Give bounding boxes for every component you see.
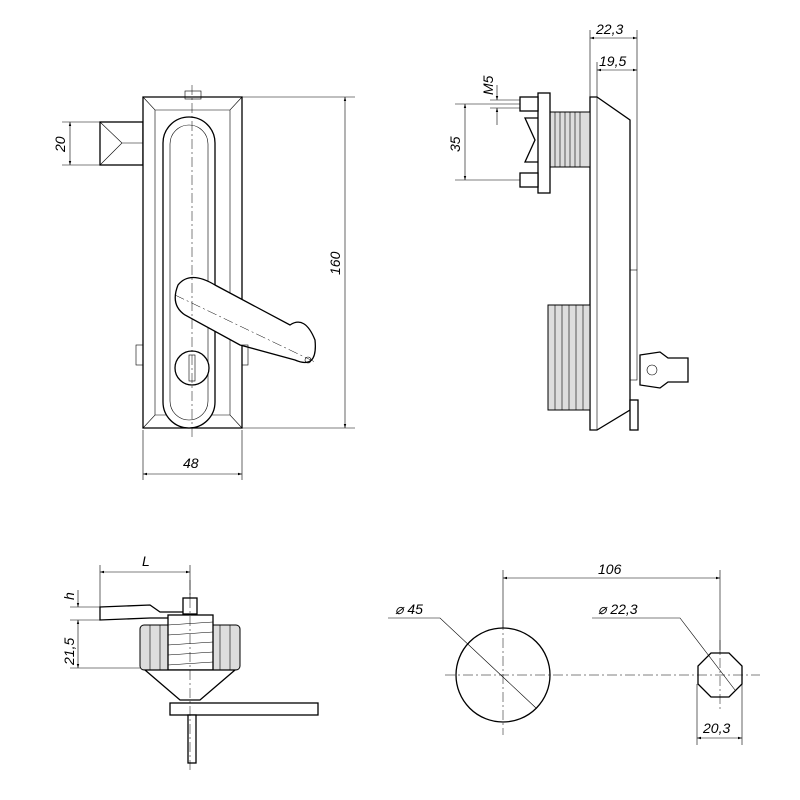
lever-handle	[174, 276, 316, 364]
threaded-stem	[544, 111, 591, 168]
stud-spacing-dimension: 35	[447, 136, 463, 152]
lever-length-label: L	[142, 553, 150, 569]
lock-view: L h 21,5	[61, 553, 319, 770]
side-view: 22,3 19,5 35 M5	[447, 21, 689, 431]
cylinder-ribs	[554, 305, 584, 410]
handle-recess	[162, 116, 216, 429]
small-hole-flat-dimension: 20,3	[702, 720, 730, 736]
center-lines	[174, 85, 316, 440]
large-hole-leader	[388, 617, 537, 709]
key-icon	[639, 351, 689, 389]
stud-nut-bottom	[519, 172, 539, 188]
spacing-dimension: 106	[598, 561, 622, 577]
small-hole-diameter: ⌀ 22,3	[598, 601, 638, 617]
lever-height-label: h	[61, 592, 77, 600]
side-tab-right	[241, 344, 249, 366]
bracket-detail-lines	[99, 121, 143, 166]
extension-lines	[62, 96, 355, 480]
lock-extension-lines	[70, 565, 191, 669]
top-tab	[184, 90, 202, 100]
block-dimension: 20	[52, 136, 68, 153]
cutout-extension-lines	[502, 570, 743, 745]
stud-nut-top	[519, 96, 539, 112]
spring-coils	[167, 621, 214, 666]
front-view: 160 48 20	[52, 85, 355, 480]
body-height-label: 21,5	[61, 638, 77, 666]
side-tab-left	[135, 344, 144, 366]
small-hole-leader	[592, 617, 736, 691]
side-extension-lines	[455, 30, 638, 270]
body-ribs	[149, 625, 231, 670]
side-plate	[589, 96, 631, 431]
cutout-center-lines	[445, 620, 760, 735]
shaft	[187, 714, 197, 764]
height-dimension: 160	[327, 251, 343, 275]
bottom-tab	[629, 399, 639, 431]
thread-label: M5	[480, 75, 496, 95]
key-hole	[646, 364, 658, 376]
cam-plate	[169, 702, 319, 716]
width-dimension: 48	[183, 455, 199, 471]
side-plate-rib	[629, 269, 638, 381]
plate-depth-dimension: 19,5	[599, 53, 626, 69]
cutout-view: ⌀ 45 ⌀ 22,3 106 20,3	[388, 561, 760, 745]
total-depth-dimension: 22,3	[595, 21, 623, 37]
large-hole-diameter: ⌀ 45	[395, 601, 423, 617]
mounting-bar	[537, 92, 551, 194]
handle-recess-inner	[169, 124, 209, 421]
